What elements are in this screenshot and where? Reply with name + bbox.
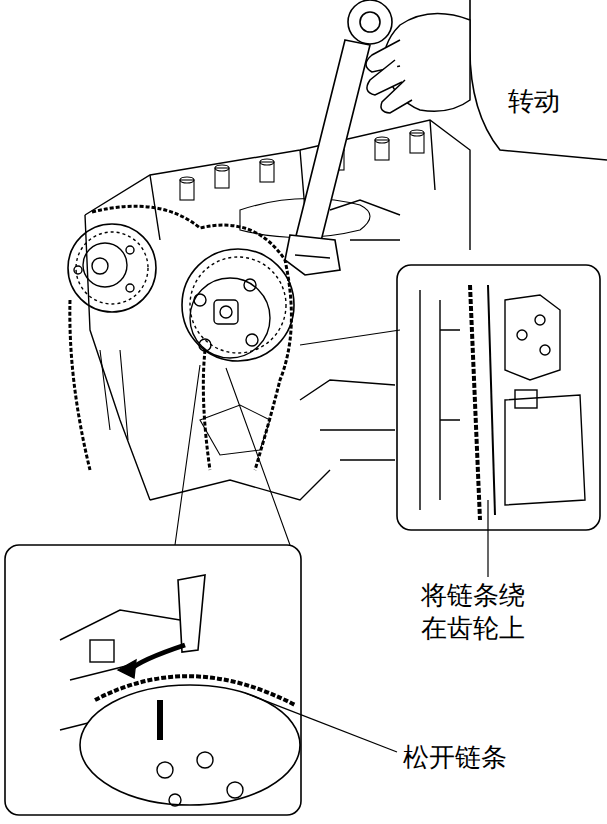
sleeve-outline: [470, 0, 607, 160]
right-inset: [300, 265, 600, 530]
callout-label: 转动: [505, 84, 563, 119]
bottom-left-inset: [5, 365, 301, 815]
engine-block: [85, 120, 470, 500]
hand: [366, 14, 470, 113]
leader-line: [245, 693, 397, 752]
center-sprocket: [182, 249, 294, 361]
callout-label: 松开链条: [400, 740, 510, 775]
timing-chain: [70, 206, 292, 470]
leader-line: [487, 500, 488, 577]
wrench: [285, 0, 392, 275]
callout-label: 将链条绕 在齿轮上: [418, 578, 542, 645]
left-sprocket: [68, 224, 156, 312]
